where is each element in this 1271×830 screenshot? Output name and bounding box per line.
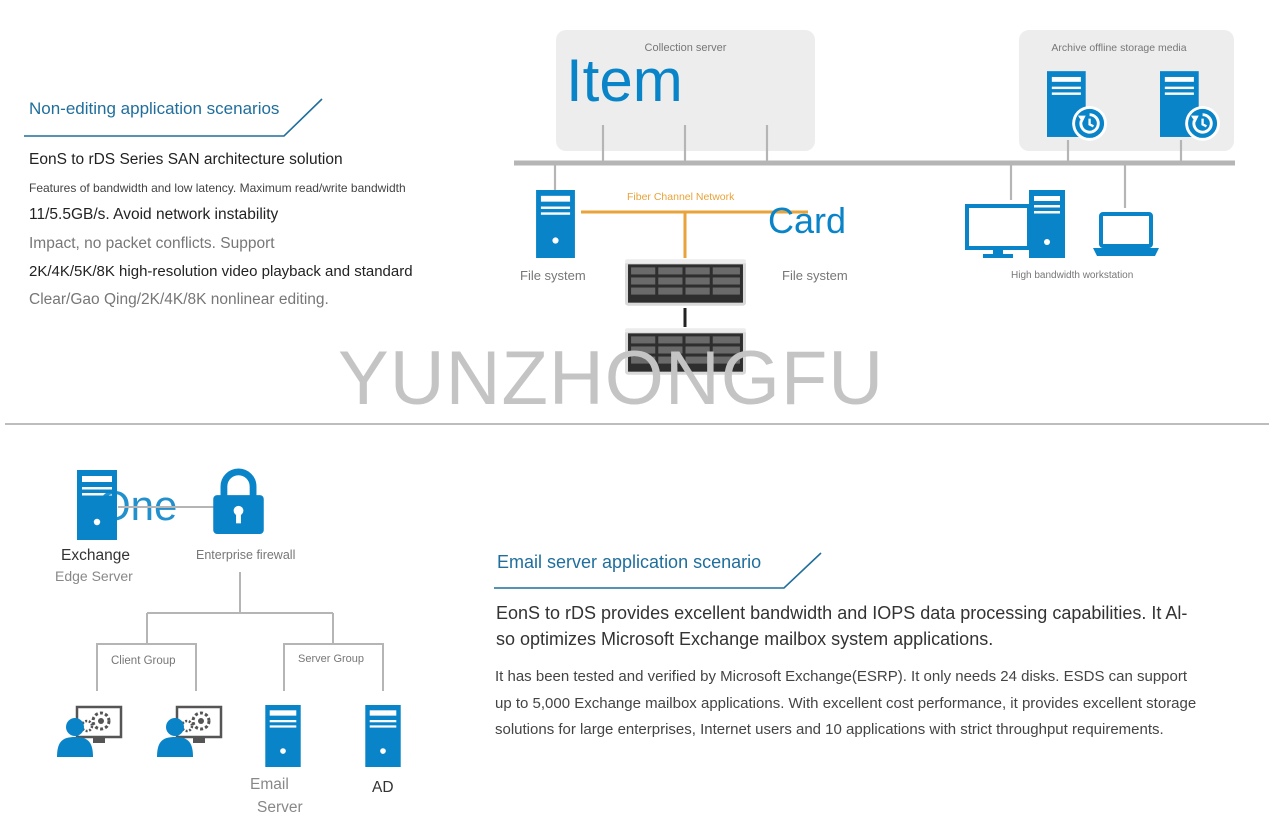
edge-server-label: Edge Server xyxy=(55,568,133,584)
top-line-3: 11/5.5GB/s. Avoid network instability xyxy=(29,206,279,223)
heading-underline xyxy=(24,98,323,137)
watermark-text: YUNZHONGFU xyxy=(338,336,885,421)
email-label: Email xyxy=(250,776,289,793)
file-system-server-icon xyxy=(535,190,576,258)
file-system-left-label: File system xyxy=(520,268,586,283)
overlay-one-text: One xyxy=(98,482,178,529)
client-group-label: Client Group xyxy=(111,655,176,667)
tree-lines xyxy=(96,572,384,691)
lead-line-1: EonS to rDS provides excellent bandwidth… xyxy=(496,603,1188,623)
fiber-channel-label: Fiber Channel Network xyxy=(627,191,735,203)
top-line-6: Clear/Gao Qing/2K/4K/8K nonlinear editin… xyxy=(29,291,329,308)
client-user-icon xyxy=(157,705,223,757)
top-line-2: Features of bandwidth and low latency. M… xyxy=(29,181,406,195)
email-scenario-heading: Email server application scenario xyxy=(497,552,762,572)
storage-array-icon xyxy=(625,259,746,306)
network-lines xyxy=(514,125,1235,327)
body-line-2: up to 5,000 Exchange mailbox application… xyxy=(495,695,1197,712)
exchange-label: Exchange xyxy=(61,547,130,564)
exchange-firewall-line xyxy=(118,506,214,508)
file-system-right-label: File system xyxy=(782,268,848,283)
ad-label: AD xyxy=(372,779,394,796)
archive-label: Archive offline storage media xyxy=(1051,42,1187,54)
top-section-heading: Non-editing application scenarios xyxy=(29,99,280,118)
overlay-item-text: Item xyxy=(566,47,683,114)
overlay-card-text: Card xyxy=(768,200,847,241)
lock-icon xyxy=(210,467,267,535)
email-heading-underline xyxy=(494,552,822,589)
client-user-icon xyxy=(57,705,123,757)
body-line-1: It has been tested and verified by Micro… xyxy=(495,668,1188,685)
section-divider xyxy=(5,423,1269,425)
lead-line-2: so optimizes Microsoft Exchange mailbox … xyxy=(496,629,994,649)
top-line-5: 2K/4K/5K/8K high-resolution video playba… xyxy=(29,263,413,280)
server-label: Server xyxy=(257,799,303,816)
workstation-label: High bandwidth workstation xyxy=(1011,270,1134,281)
firewall-label: Enterprise firewall xyxy=(196,548,296,562)
top-line-4: Impact, no packet conflicts. Support xyxy=(29,235,275,252)
email-server-icon xyxy=(265,705,301,767)
body-line-3: solutions for large enterprises, Interne… xyxy=(495,721,1164,738)
ad-server-icon xyxy=(365,705,401,767)
workstation-icon xyxy=(965,190,1159,258)
top-line-1: EonS to rDS Series SAN architecture solu… xyxy=(29,151,343,168)
collection-server-label: Collection server xyxy=(644,42,727,54)
server-group-label: Server Group xyxy=(298,653,365,665)
